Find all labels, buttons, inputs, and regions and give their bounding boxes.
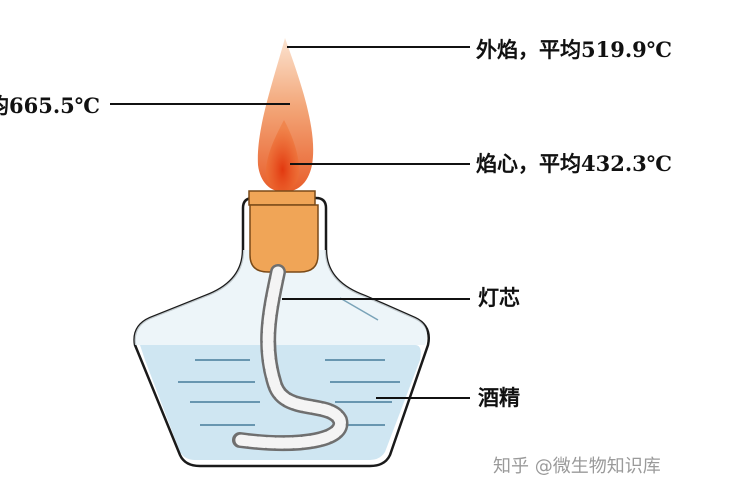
wick-holder <box>248 190 319 273</box>
wick <box>232 264 349 452</box>
flame <box>257 38 314 192</box>
leader-lines <box>110 46 470 399</box>
wick-label: 灯芯 <box>478 285 520 310</box>
cork-top <box>248 190 316 206</box>
alcohol-label: 酒精 <box>478 385 520 410</box>
flame-core-label: 焰心，平均432.3℃ <box>476 151 672 176</box>
cork-body <box>249 204 319 273</box>
watermark: 知乎 @微生物知识库 <box>493 456 661 477</box>
inner-flame-label: 均665.5℃ <box>0 93 100 118</box>
wick-rope-fill <box>234 266 346 449</box>
outer-flame-label: 外焰，平均519.9℃ <box>476 37 672 62</box>
glass-reflection <box>339 297 379 321</box>
flame-core-shape <box>266 120 300 191</box>
